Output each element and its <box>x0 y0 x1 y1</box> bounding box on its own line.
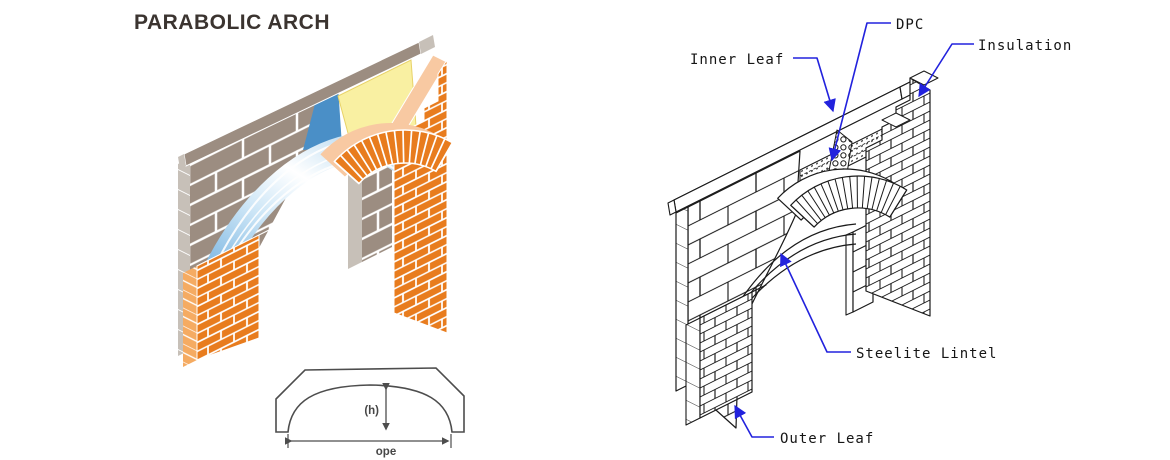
voussoir-joint <box>827 180 839 212</box>
voussoir-joint <box>430 138 446 170</box>
profile-outline <box>275 367 465 433</box>
voussoir-joint <box>435 142 454 172</box>
voussoir-joint <box>801 194 822 221</box>
leader-dpc <box>828 22 891 162</box>
voussoir-joint <box>866 176 873 209</box>
pier-face <box>196 234 260 361</box>
label-steelite-lintel: Steelite Lintel <box>856 346 997 362</box>
voussoir-joint <box>393 130 399 164</box>
brick-arch-color <box>320 123 454 185</box>
voussoir-joint <box>885 186 901 215</box>
voussoir-joint <box>353 144 373 174</box>
voussoir-joint <box>880 182 894 213</box>
dim-opening-label: ope <box>376 446 396 458</box>
cad-labels: Inner Leaf DPC Insulation Steelite Linte… <box>690 17 1072 447</box>
leader-insulation <box>918 43 974 98</box>
jamb-side <box>348 167 362 269</box>
voussoir-joint <box>376 133 388 166</box>
pier-face <box>699 291 753 419</box>
inner-jamb-pier-color <box>348 145 406 269</box>
voussoir-joint <box>834 178 844 211</box>
outer-leaf-pier-cad <box>685 284 767 426</box>
leader-outer-leaf <box>734 404 774 438</box>
label-dpc: DPC <box>896 17 924 33</box>
arch-profile-diagram: (h) ope <box>275 367 465 458</box>
voussoir-joint <box>813 186 830 216</box>
panel-step-tops-cad <box>881 70 939 128</box>
voussoir-joint <box>849 176 854 209</box>
voussoir-joint <box>790 204 815 228</box>
voussoir-joint <box>841 177 849 209</box>
label-outer-leaf: Outer Leaf <box>780 431 874 447</box>
leaders <box>734 22 974 438</box>
leader-inner-leaf <box>793 57 836 113</box>
wall-cap-end-left <box>667 199 677 216</box>
voussoir-joint <box>820 183 835 214</box>
right-figure: Inner Leaf DPC Insulation Steelite Linte… <box>667 17 1072 447</box>
voussoir-joint <box>424 135 438 167</box>
voussoir-joint <box>876 180 887 212</box>
voussoir-joint <box>419 132 430 166</box>
voussoir-joint <box>408 130 413 164</box>
voussoir-joint <box>861 176 866 209</box>
voussoir-joint <box>795 199 818 224</box>
pier-side <box>183 266 197 367</box>
leader-steelite-lintel <box>780 252 851 353</box>
voussoir-joint <box>807 190 826 218</box>
brick-arch-cad <box>777 168 908 228</box>
wall-cap-end <box>419 35 435 54</box>
voussoir-joint <box>385 131 394 165</box>
outer-leaf-pier-color <box>183 227 274 367</box>
voussoir-joint <box>414 131 422 164</box>
figure-title: PARABOLIC ARCH <box>134 11 330 34</box>
voussoir-joint <box>871 178 880 210</box>
left-figure: PARABOLIC ARCH <box>134 11 465 458</box>
voussoir-joint <box>368 136 383 168</box>
voussoir-joint <box>402 130 405 164</box>
dpc-patch <box>303 86 342 150</box>
label-insulation: Insulation <box>978 38 1072 54</box>
voussoir-joint <box>889 189 908 218</box>
jamb-face <box>362 152 392 262</box>
voussoir-joint <box>360 140 378 171</box>
pier-side <box>685 317 701 426</box>
dim-height-label: (h) <box>364 405 379 417</box>
label-inner-leaf: Inner Leaf <box>690 52 784 68</box>
wall-cap-end-left <box>178 154 186 169</box>
voussoir-joint <box>333 160 360 185</box>
voussoir-joint <box>339 154 364 181</box>
voussoir-joint <box>346 149 368 177</box>
